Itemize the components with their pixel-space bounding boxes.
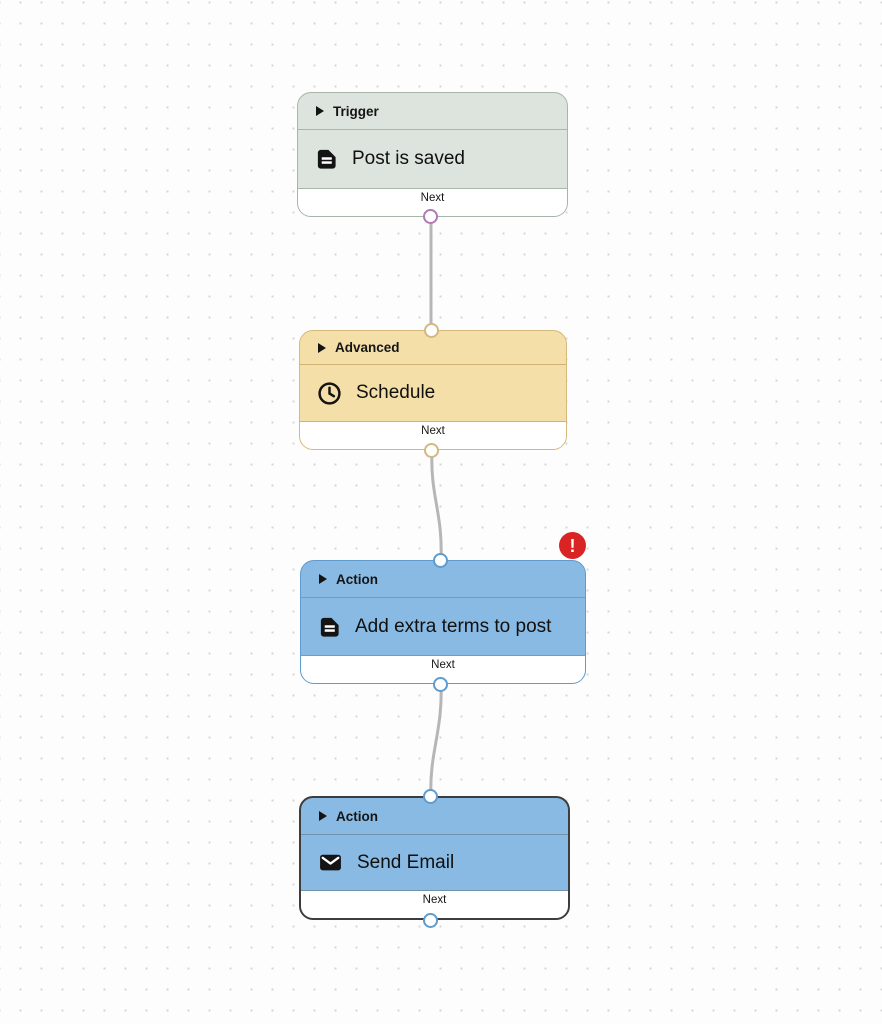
output-port-trigger[interactable]: [423, 209, 438, 224]
collapse-arrow-icon[interactable]: [319, 811, 327, 821]
node-header[interactable]: Advanced: [300, 331, 566, 365]
output-port-label: Next: [421, 425, 445, 437]
node-title: Post is saved: [352, 148, 465, 169]
node-body[interactable]: Send Email: [301, 835, 568, 890]
document-icon: [315, 147, 338, 171]
edge-advanced-to-action[interactable]: [430, 448, 443, 563]
input-port-action[interactable]: [433, 553, 448, 568]
node-header[interactable]: Trigger: [298, 93, 567, 130]
node-trigger-post-is-saved[interactable]: Trigger Post is saved Next: [297, 92, 568, 217]
node-footer: Next: [298, 188, 567, 216]
clock-icon: [317, 381, 342, 406]
node-title: Schedule: [356, 382, 436, 403]
node-header[interactable]: Action: [301, 798, 568, 835]
output-port-label: Next: [422, 894, 447, 906]
node-advanced-schedule[interactable]: Advanced Schedule Next: [299, 330, 567, 450]
edge-action-to-sendemail[interactable]: [429, 681, 443, 799]
document-icon: [318, 615, 341, 639]
node-body[interactable]: Add extra terms to post: [301, 598, 585, 655]
node-action-add-extra-terms[interactable]: Action Add extra terms to post Next: [300, 560, 586, 684]
node-category-label: Trigger: [333, 103, 379, 119]
input-port-advanced[interactable]: [424, 323, 439, 338]
output-port-action[interactable]: [433, 677, 448, 692]
collapse-arrow-icon[interactable]: [319, 574, 327, 584]
mail-icon: [318, 850, 343, 875]
output-port-advanced[interactable]: [424, 443, 439, 458]
node-action-send-email[interactable]: Action Send Email Next: [299, 796, 570, 920]
node-body[interactable]: Schedule: [300, 365, 566, 421]
node-category-label: Action: [336, 808, 378, 824]
node-category-label: Action: [336, 571, 378, 587]
output-port-label: Next: [431, 659, 455, 671]
collapse-arrow-icon[interactable]: [318, 342, 326, 353]
node-title: Send Email: [357, 851, 455, 873]
node-body[interactable]: Post is saved: [298, 130, 567, 188]
output-port-label: Next: [420, 192, 445, 204]
node-category-label: Advanced: [335, 340, 400, 355]
node-header[interactable]: Action: [301, 561, 585, 598]
node-title: Add extra terms to post: [355, 615, 552, 637]
error-badge-symbol: !: [569, 535, 576, 556]
error-badge-icon[interactable]: !: [559, 532, 586, 559]
collapse-arrow-icon[interactable]: [316, 106, 324, 116]
output-port-send-email[interactable]: [423, 913, 438, 928]
input-port-send-email[interactable]: [423, 789, 438, 804]
